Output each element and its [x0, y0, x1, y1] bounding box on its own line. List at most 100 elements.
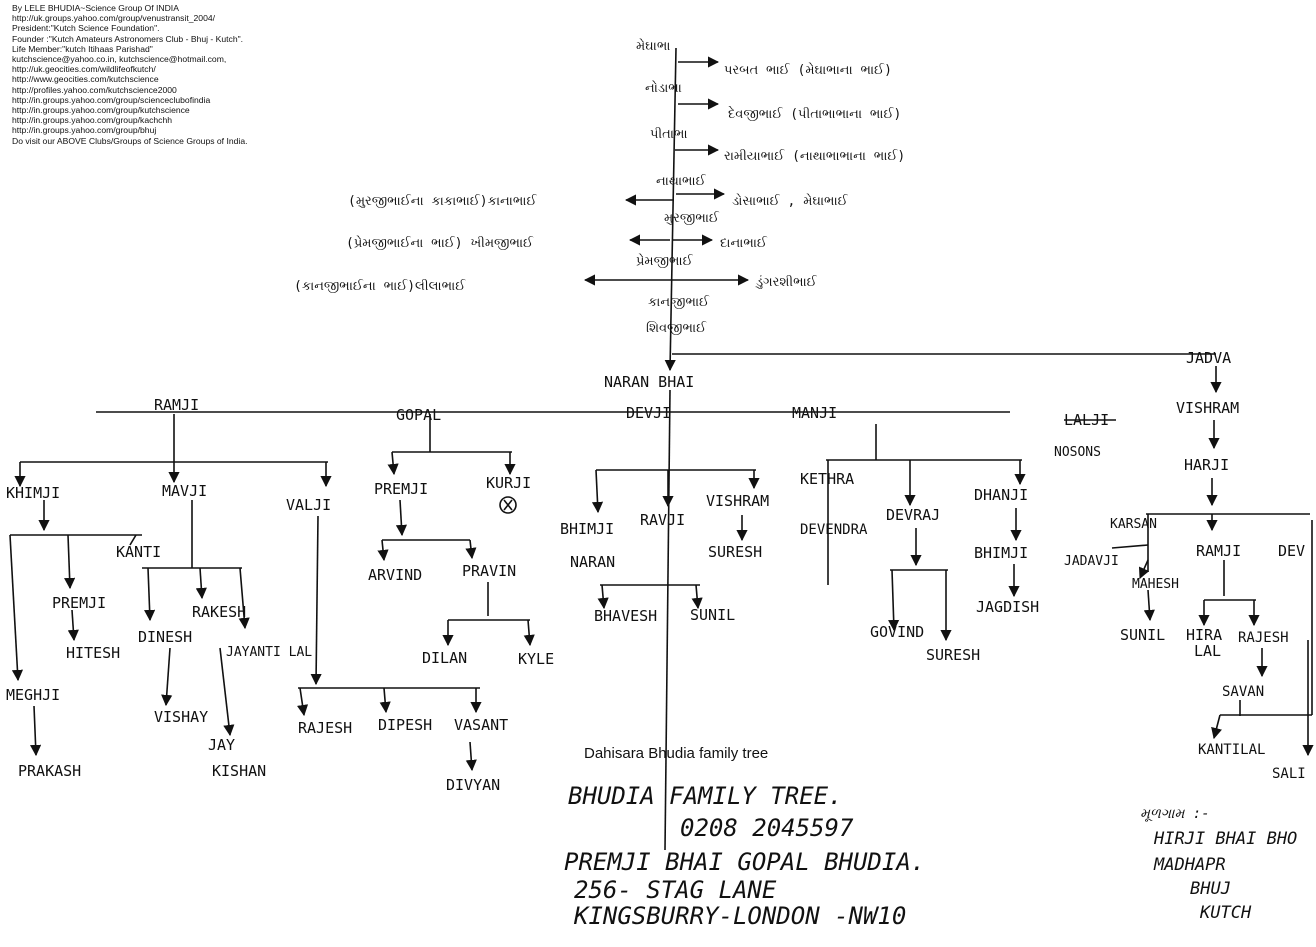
credit-line: Life Member:"kutch Itihaas Parishad"	[12, 43, 153, 54]
node-bhavesh: BHAVESH	[594, 607, 657, 625]
node-govind: GOVIND	[870, 623, 924, 641]
address-phone: 0208 2045597	[680, 814, 854, 842]
node-devraj: DEVRAJ	[886, 506, 940, 524]
node-kethra: KETHRA	[800, 470, 854, 488]
node-rajesh-v: RAJESH	[298, 719, 352, 737]
node-sunil-d: SUNIL	[690, 606, 735, 624]
node-ramji: RAMJI	[154, 396, 199, 414]
node-pravin: PRAVIN	[462, 562, 516, 580]
credit-line[interactable]: http://uk.groups.yahoo.com/group/venustr…	[12, 13, 216, 24]
node-vishram-top: VISHRAM	[1176, 399, 1239, 417]
ancestor-5-left: (મુરજીભાઈના કાકાભાઈ)કાનાભાઈ	[348, 193, 537, 209]
node-rajesh-h: RAJESH	[1238, 630, 1289, 646]
node-vishram-d: VISHRAM	[706, 492, 769, 510]
caption: Dahisara Bhudia family tree	[584, 745, 768, 762]
origin-line-2: MADHAPR	[1153, 855, 1226, 875]
node-harji: HARJI	[1184, 456, 1229, 474]
origin-label: મૂળગામ :-	[1140, 806, 1210, 822]
node-hitesh: HITESH	[66, 644, 120, 662]
node-rakesh: RAKESH	[192, 603, 246, 621]
node-dhanji: DHANJI	[974, 486, 1028, 504]
node-dinesh: DINESH	[138, 628, 192, 646]
node-nosons: NOSONS	[1054, 445, 1101, 460]
ancestor-7: કાનજીભાઈ	[648, 294, 710, 310]
ancestor-6: પ્રેમજીભાઈ	[636, 253, 694, 269]
node-prakash: PRAKASH	[18, 762, 81, 780]
node-hira: HIRA	[1186, 626, 1222, 644]
ancestor-7-left: (કાનજીભાઈના ભાઈ)લીલાભાઈ	[294, 278, 466, 294]
node-sali: SALI	[1272, 766, 1306, 782]
node-vishay: VISHAY	[154, 708, 208, 726]
credit-line[interactable]: http://uk.geocities.com/wildlifeofkutch/	[12, 64, 156, 75]
tree-lines	[9, 47, 1314, 851]
ancestor-3-sibling: રામીયાભાઈ (નાથાભાભાના ભાઈ)	[724, 148, 905, 164]
ancestor-1-sibling: પરબત ભાઈ (મેઘાભાના ભાઈ)	[724, 62, 892, 78]
tree-names: NARAN BHAI JADVA VISHRAM HARJI RAMJI GOP…	[6, 349, 1306, 794]
gujarati-ancestry: મેઘાભા પરબત ભાઈ (મેઘાભાના ભાઈ) નોડાભા દે…	[294, 38, 905, 336]
node-dev-h: DEV	[1278, 542, 1305, 560]
node-naranbhai: NARAN BHAI	[604, 373, 694, 391]
node-khimji: KHIMJI	[6, 484, 60, 502]
address-name: PREMJI BHAI GOPAL BHUDIA.	[564, 848, 925, 876]
node-ramji-h: RAMJI	[1196, 542, 1241, 560]
node-devji: DEVJI	[626, 404, 671, 422]
node-jadavji: JADAVJI	[1064, 554, 1119, 569]
ancestor-7-right: ડુંગરશીભાઈ	[755, 274, 818, 290]
node-bhimji-d: BHIMJI	[560, 520, 614, 538]
ancestor-8: શિવજીભાઈ	[646, 320, 707, 336]
node-devendra: DEVENDRA	[800, 522, 868, 538]
origin-block: મૂળગામ :- HIRJI BHAI BHO MADHAPR BHUJ KU…	[1140, 806, 1297, 923]
node-arvind: ARVIND	[368, 566, 422, 584]
node-suresh-m: SURESH	[926, 646, 980, 664]
ancestor-5-right: ડોસાભાઈ , મેઘાભાઈ	[732, 193, 849, 209]
address-line-2: KINGSBURRY-LONDON -NW10	[573, 902, 906, 930]
address-block: BHUDIA FAMILY TREE. 0208 2045597 PREMJI …	[564, 782, 925, 930]
ancestor-2-sibling: દેવજીભાઈ (પીતાભાભાના ભાઈ)	[728, 105, 901, 122]
ancestor-6-left: (પ્રેમજીભાઈના ભાઈ) ખીમજીભાઈ	[346, 235, 534, 251]
node-premji-k: PREMJI	[52, 594, 106, 612]
credit-line: Founder :"Kutch Amateurs Astronomers Clu…	[12, 33, 244, 44]
node-ravji: RAVJI	[640, 511, 685, 529]
node-meghji: MEGHJI	[6, 686, 60, 704]
credit-line[interactable]: http://in.groups.yahoo.com/group/science…	[12, 94, 211, 105]
node-premji-g: PREMJI	[374, 480, 428, 498]
node-sunil-h: SUNIL	[1120, 626, 1165, 644]
ancestor-2: નોડાભા	[645, 80, 682, 96]
credit-line[interactable]: http://www.geocities.com/kutchscience	[12, 74, 159, 85]
node-kantilal: KANTILAL	[1198, 742, 1265, 758]
origin-line-4: KUTCH	[1199, 903, 1252, 923]
node-kyle: KYLE	[518, 650, 554, 668]
origin-line-3: BHUJ	[1190, 879, 1231, 899]
node-jagdish: JAGDISH	[976, 598, 1039, 616]
node-savan: SAVAN	[1222, 684, 1264, 700]
node-mahesh: MAHESH	[1132, 577, 1179, 592]
node-gopal: GOPAL	[396, 406, 441, 424]
address-line-1: 256- STAG LANE	[574, 876, 777, 904]
credit-line: By LELE BHUDIA~Science Group Of INDIA	[12, 3, 179, 13]
credit-line[interactable]: http://in.groups.yahoo.com/group/kachchh	[12, 115, 173, 126]
node-kurji: KURJI	[486, 474, 531, 492]
node-kanti: KANTI	[116, 543, 161, 561]
node-kishan: KISHAN	[212, 762, 266, 780]
node-lal: LAL	[1194, 642, 1221, 660]
node-manji: MANJI	[792, 404, 837, 422]
credit-line[interactable]: http://in.groups.yahoo.com/group/bhuj	[12, 125, 157, 136]
node-jayantilal: JAYANTI LAL	[226, 645, 312, 660]
node-dipesh: DIPESH	[378, 716, 432, 734]
credit-line[interactable]: kutchscience@yahoo.co.in, kutchscience@h…	[12, 54, 227, 65]
ancestor-5: મુરજીભાઈ	[664, 210, 720, 226]
node-jay: JAY	[208, 736, 235, 754]
node-valji: VALJI	[286, 496, 331, 514]
credit-line[interactable]: http://in.groups.yahoo.com/group/kutchsc…	[12, 105, 190, 116]
node-bhimji-m: BHIMJI	[974, 544, 1028, 562]
origin-line-1: HIRJI BHAI BHO	[1153, 829, 1297, 849]
credit-line: President:"Kutch Science Foundation".	[12, 23, 160, 34]
node-karsan: KARSAN	[1110, 517, 1157, 532]
credit-line[interactable]: http://profiles.yahoo.com/kutchscience20…	[12, 84, 177, 95]
node-dilan: DILAN	[422, 649, 467, 667]
credit-line: Do visit our ABOVE Clubs/Groups of Scien…	[12, 135, 248, 146]
node-suresh-d: SURESH	[708, 543, 762, 561]
node-mavji: MAVJI	[162, 482, 207, 500]
